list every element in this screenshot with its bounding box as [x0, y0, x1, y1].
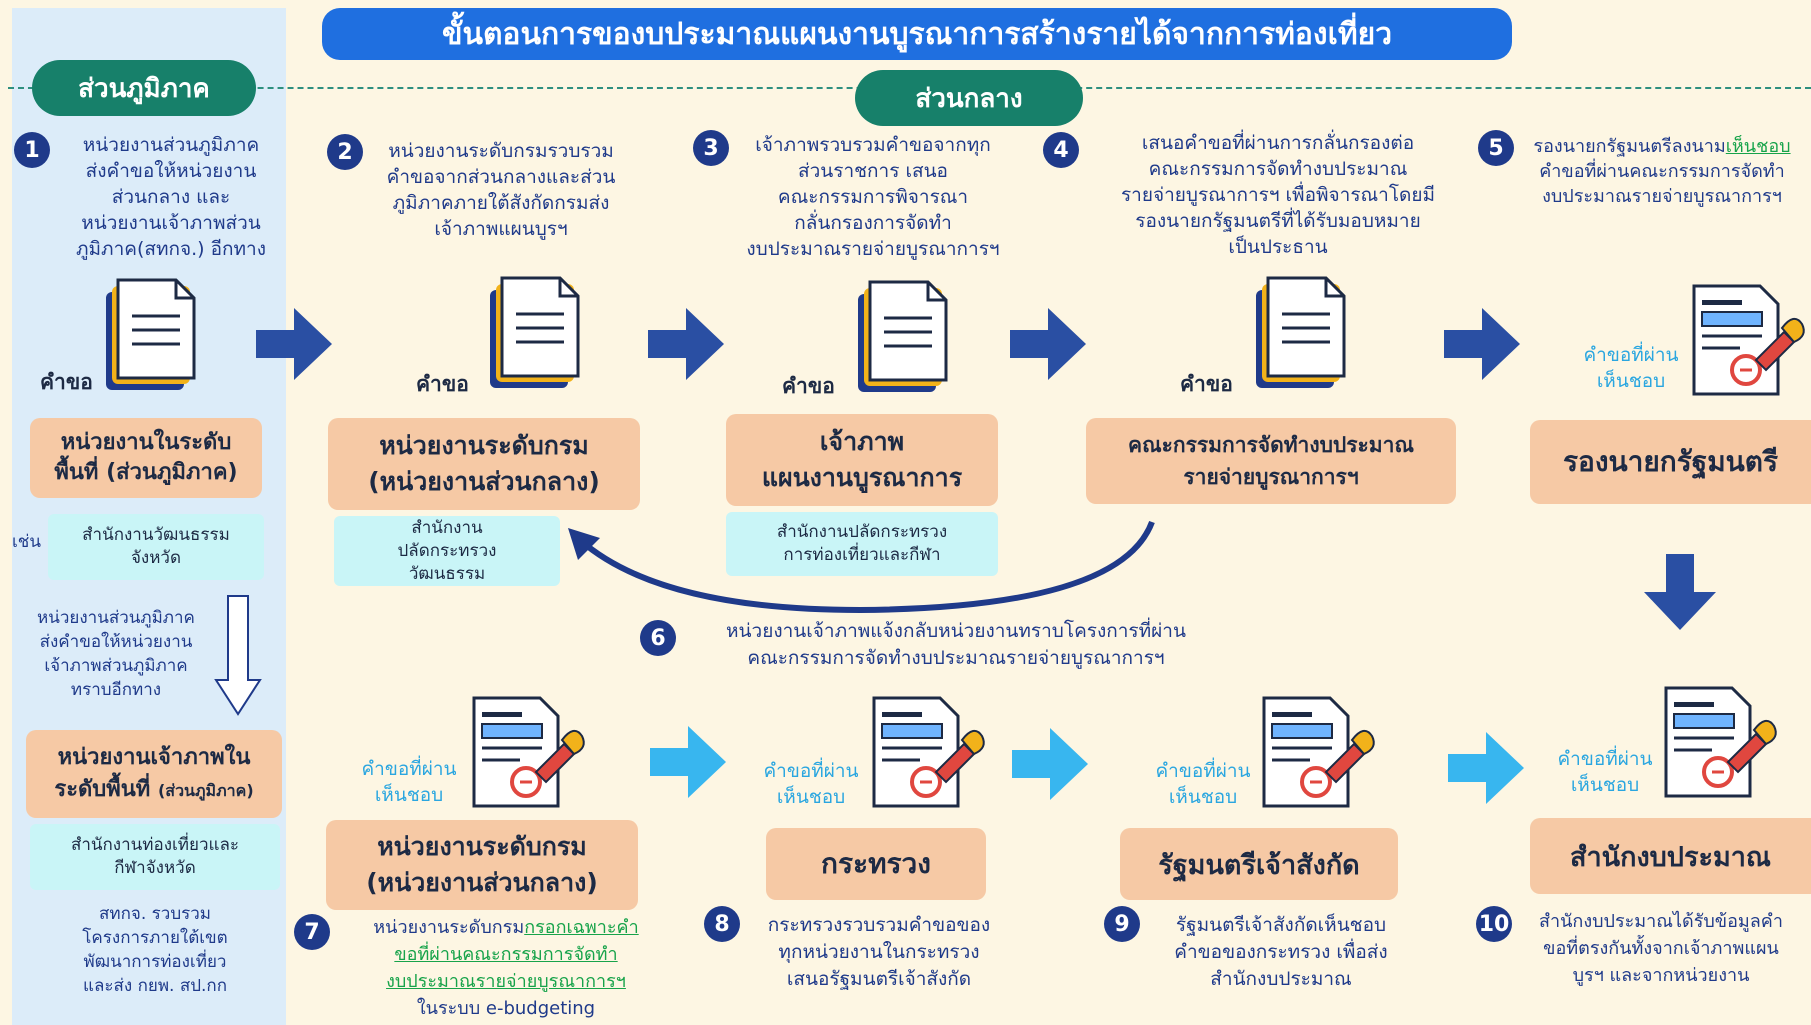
tourism-office-box: สำนักงานท่องเที่ยวและกีฬาจังหวัด	[30, 824, 280, 890]
arrow-right-icon	[1012, 728, 1088, 800]
approved-label: คำขอที่ผ่านเห็นชอบ	[1557, 748, 1653, 796]
dept-unit-box: หน่วยงานระดับกรม(หน่วยงานส่วนกลาง)	[328, 418, 640, 510]
page-title: ขั้นตอนการของบประมาณแผนงานบูรณาการสร้างร…	[322, 8, 1512, 60]
approved-document-icon	[872, 696, 985, 808]
request-label: คำขอ	[416, 372, 469, 396]
arrow-right-icon	[650, 726, 726, 798]
tourism-ps-box: สำนักงานปลัดกระทรวงการท่องเที่ยวและกีฬา	[726, 512, 998, 576]
step-2-text: หน่วยงานระดับกรมรวบรวมคำขอจากส่วนกลางและ…	[386, 140, 616, 240]
step-10-text: สำนักงบประมาณได้รับข้อมูลคำขอที่ตรงกันทั…	[1539, 911, 1783, 986]
step-number-9: 9	[1104, 906, 1140, 942]
step-4-text: เสนอคำขอที่ผ่านการกลั่นกรองต่อคณะกรรมการ…	[1120, 132, 1436, 258]
step-5-text: รองนายกรัฐมนตรีลงนามเห็นชอบ คำขอที่ผ่านค…	[1533, 136, 1791, 207]
arrow-right-icon	[648, 308, 724, 380]
approved-label: คำขอที่ผ่านเห็นชอบ	[1155, 760, 1251, 808]
arrow-right-icon	[256, 308, 332, 380]
approved-document-icon	[1692, 284, 1805, 396]
step-number-6: 6	[640, 620, 676, 656]
central-section-label: ส่วนกลาง	[855, 70, 1083, 126]
step-number-2: 2	[327, 134, 363, 170]
document-stack-icon	[490, 276, 580, 388]
satkj-note: สทกจ. รวบรวมโครงการภายใต้เขตพัฒนาการท่อง…	[82, 904, 228, 996]
step-number-4: 4	[1043, 132, 1079, 168]
culture-office-box: สำนักงานวัฒนธรรมจังหวัด	[48, 514, 264, 580]
step-number-7: 7	[294, 914, 330, 950]
host-area-box: หน่วยงานเจ้าภาพใน ระดับพื้นที่ (ส่วนภูมิ…	[26, 730, 282, 818]
approved-label: คำขอที่ผ่านเห็นชอบ	[1583, 344, 1679, 392]
request-label: คำขอ	[40, 370, 93, 394]
step-9-text: รัฐมนตรีเจ้าสังกัดเห็นชอบคำขอของกระทรวง …	[1174, 914, 1388, 990]
step-number-1: 1	[14, 132, 50, 168]
approved-document-icon	[472, 696, 585, 808]
step-8-text: กระทรวงรวบรวมคำขอของทุกหน่วยงานในกระทรวง…	[767, 914, 991, 990]
step-number-10: 10	[1476, 906, 1512, 942]
curved-arrow-icon	[568, 520, 1155, 614]
step-6-text: หน่วยงานเจ้าภาพแจ้งกลับหน่วยงานทราบโครงก…	[726, 620, 1186, 669]
area-unit-box: หน่วยงานในระดับพื้นที่ (ส่วนภูมิภาค)	[30, 418, 262, 498]
step-3-text: เจ้าภาพรวบรวมคำขอจากทุกส่วนราชการ เสนอคณ…	[746, 134, 1000, 260]
culture-ps-box: สำนักงานปลัดกระทรวงวัฒนธรรม	[334, 516, 560, 586]
step-number-3: 3	[693, 130, 729, 166]
arrow-down-icon	[1644, 554, 1716, 630]
document-stack-icon	[858, 280, 948, 392]
example-label: เช่น	[12, 532, 41, 552]
document-stack-icon	[106, 278, 196, 390]
ministry-box: กระทรวง	[766, 828, 986, 900]
committee-box: คณะกรรมการจัดทำงบประมาณรายจ่ายบูรณาการฯ	[1086, 418, 1456, 504]
request-label: คำขอ	[1180, 372, 1233, 396]
minister-box: รัฐมนตรีเจ้าสังกัด	[1120, 828, 1398, 900]
step-number-8: 8	[704, 906, 740, 942]
arrow-down-icon	[214, 595, 262, 716]
regional-note: หน่วยงานส่วนภูมิภาคส่งคำขอให้หน่วยงานเจ้…	[37, 608, 195, 700]
host-plan-box: เจ้าภาพแผนงานบูรณาการ	[726, 414, 998, 506]
dept-unit-box-2: หน่วยงานระดับกรม(หน่วยงานส่วนกลาง)	[326, 820, 638, 910]
document-stack-icon	[1256, 276, 1346, 388]
arrow-right-icon	[1010, 308, 1086, 380]
arrow-right-icon	[1448, 732, 1524, 804]
approved-label: คำขอที่ผ่านเห็นชอบ	[361, 758, 457, 806]
step-number-5: 5	[1478, 130, 1514, 166]
approved-document-icon	[1262, 696, 1375, 808]
step-1-text: หน่วยงานส่วนภูมิภาคส่งคำขอให้หน่วยงานส่ว…	[76, 134, 266, 260]
approved-label: คำขอที่ผ่านเห็นชอบ	[763, 760, 859, 808]
approved-document-icon	[1664, 686, 1777, 798]
deputy-pm-box: รองนายกรัฐมนตรี	[1530, 420, 1811, 504]
arrow-right-icon	[1444, 308, 1520, 380]
request-label: คำขอ	[782, 374, 835, 398]
regional-section-label: ส่วนภูมิภาค	[32, 60, 256, 116]
step-7-text: หน่วยงานระดับกรมกรอกเฉพาะคำ ขอที่ผ่านคณะ…	[373, 917, 639, 1019]
budget-bureau-box: สำนักงบประมาณ	[1530, 818, 1811, 894]
